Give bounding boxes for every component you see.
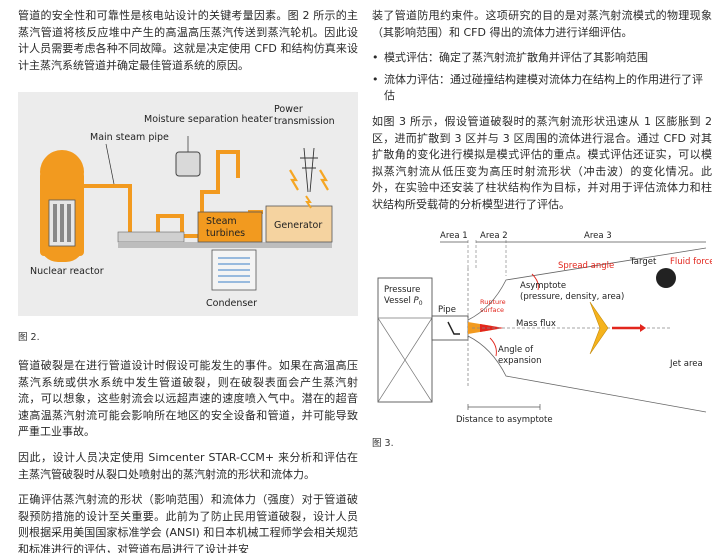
pressure-label-2: Vessel P0 xyxy=(384,296,423,307)
pipe-label: Pipe xyxy=(438,305,456,315)
condenser xyxy=(211,249,257,291)
figure-2: Nuclear reactor Main steam pipe Moisture… xyxy=(18,92,358,316)
rupture-label-2: surface xyxy=(480,306,504,314)
bullet-item: 模式评估：确定了蒸汽射流扩散角并评估了其影响范围 xyxy=(372,50,712,67)
generator-label: Generator xyxy=(274,220,322,231)
power-transmission xyxy=(289,147,329,209)
angle-label-1: Angle of xyxy=(498,345,534,355)
shock-wave xyxy=(589,301,609,355)
angle-label-2: expansion xyxy=(498,356,541,366)
figure-2-diagram: Nuclear reactor Main steam pipe Moisture… xyxy=(30,104,335,309)
power-label-2: transmission xyxy=(274,116,335,127)
pressure-label-1: Pressure xyxy=(384,285,420,295)
intro-paragraph: 管道的安全性和可靠性是核电站设计的关键考量因素。图 2 所示的主蒸汽管道将核反应… xyxy=(18,9,358,72)
target xyxy=(656,268,676,288)
distance-label: Distance to asymptote xyxy=(456,415,553,425)
fluid-force-arrows xyxy=(612,324,646,332)
mass-flux-label: Mass flux xyxy=(516,319,556,329)
power-label-1: Power xyxy=(274,104,303,115)
bullet-item: 流体力评估：通过碰撞结构建模对流体力在结构上的作用进行了评估 xyxy=(372,72,712,105)
fluid-force-label: Fluid force xyxy=(670,257,712,267)
reactor-label: Nuclear reactor xyxy=(30,266,104,277)
right-column: 装了管道防甩约束件。这项研究的目的是对蒸汽射流模式的物理现象（其影响范围）和 C… xyxy=(372,8,712,223)
left-column: 管道的安全性和可靠性是核电站设计的关键考量因素。图 2 所示的主蒸汽管道将核反应… xyxy=(18,8,358,83)
steam-turbines: Steam turbines xyxy=(197,211,263,243)
figure-3: Area 1 Area 2 Area 3 Pressure Vessel P0 … xyxy=(372,228,715,428)
left-column-lower: 管道破裂是在进行管道设计时假设可能发生的事件。如果在高温高压蒸汽系统或供水系统中… xyxy=(18,358,358,553)
continuation-paragraph: 装了管道防甩约束件。这项研究的目的是对蒸汽射流模式的物理现象（其影响范围）和 C… xyxy=(372,9,712,39)
evaluation-paragraph: 正确评估蒸汽射流的形状（影响范围）和流体力（强度）对于管道破裂预防措施的设计至关… xyxy=(18,493,358,553)
jet-area-label: Jet area xyxy=(669,359,703,369)
target-label: Target xyxy=(629,257,657,267)
rupture-label-1: Rupture xyxy=(480,298,506,306)
simcenter-paragraph: 因此，设计人员决定使用 Simcenter STAR-CCM+ 来分析和评估在主… xyxy=(18,450,358,481)
condenser-label: Condenser xyxy=(206,298,257,309)
steam-turbines-label-1: Steam xyxy=(206,216,237,227)
area-3-label: Area 3 xyxy=(584,231,612,241)
figure-3-paragraph: 如图 3 所示，假设管道破裂时的蒸汽射流形状迅速从 1 区膨胀到 2 区，进而扩… xyxy=(372,114,712,211)
figure-3-caption: 图 3. xyxy=(372,438,394,449)
pressure-vessel xyxy=(377,277,433,403)
steam-turbines-label-2: turbines xyxy=(206,228,245,239)
asymptote-label-1: Asymptote xyxy=(520,281,566,291)
area-2-label: Area 2 xyxy=(480,231,508,241)
area-1-label: Area 1 xyxy=(440,231,468,241)
nuclear-reactor xyxy=(40,150,84,262)
moisture-separation-heater xyxy=(175,136,201,177)
moisture-label: Moisture separation heater xyxy=(144,114,273,125)
figure-2-caption: 图 2. xyxy=(18,332,40,343)
asymptote-label-2: (pressure, density, area) xyxy=(520,292,624,302)
pipe xyxy=(431,315,469,341)
figure-3-diagram: Area 1 Area 2 Area 3 Pressure Vessel P0 … xyxy=(377,231,715,425)
rupture-paragraph: 管道破裂是在进行管道设计时假设可能发生的事件。如果在高温高压蒸汽系统或供水系统中… xyxy=(18,359,358,439)
generator: Generator xyxy=(265,205,333,243)
evaluation-bullets: 模式评估：确定了蒸汽射流扩散角并评估了其影响范围 流体力评估：通过碰撞结构建模对… xyxy=(372,50,712,105)
spread-angle-label: Spread angle xyxy=(558,261,614,271)
main-steam-label: Main steam pipe xyxy=(90,132,169,143)
